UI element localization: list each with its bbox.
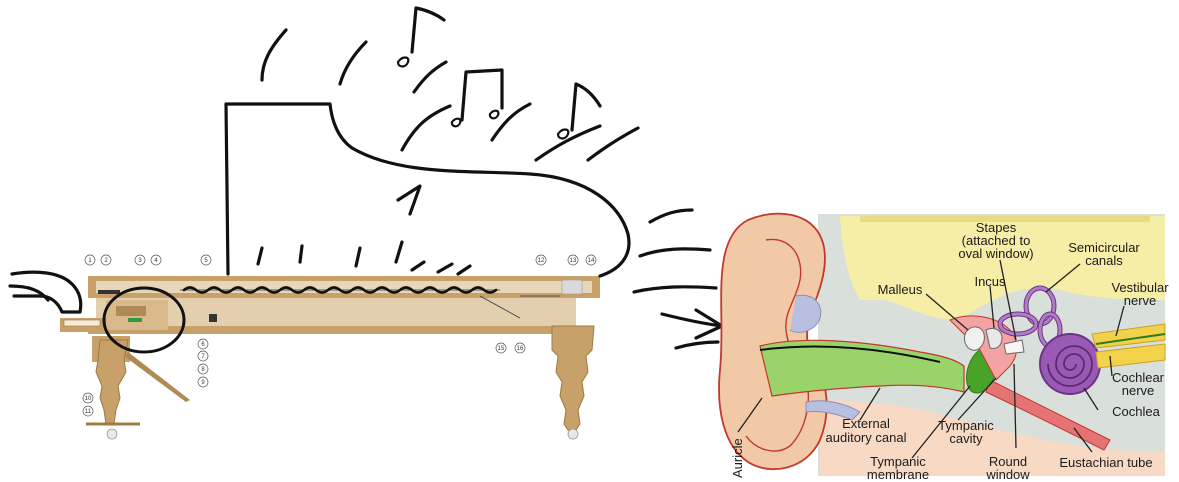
callout-10: 10	[85, 396, 92, 402]
piano-caster-front	[107, 429, 117, 439]
label-auricle: Auricle	[730, 438, 745, 478]
label-cochlea: Cochlea	[1112, 404, 1160, 419]
callout-14: 14	[588, 258, 595, 264]
piano-key	[64, 320, 100, 326]
label-external-canal-1: External	[842, 416, 890, 431]
piano-caster-rear	[568, 429, 578, 439]
note-1-stem	[412, 8, 444, 52]
label-semicircular-2: canals	[1085, 253, 1123, 268]
label-stapes-3: oval window)	[958, 246, 1033, 261]
sketch-finger-upper	[12, 272, 81, 312]
note-2-head-a	[452, 119, 460, 127]
piano-pedal-rod	[124, 352, 190, 402]
label-round-window-2: window	[985, 467, 1030, 482]
ear-malleus	[964, 327, 984, 350]
sketch-arc-7	[588, 128, 638, 160]
sketch-arc-4	[402, 106, 450, 150]
sketch-arc-5	[492, 104, 530, 140]
ear-cochlea	[1040, 334, 1100, 394]
piano-tuning-pin	[562, 280, 582, 294]
label-malleus: Malleus	[878, 282, 923, 297]
label-tympanic-cavity-2: cavity	[949, 431, 983, 446]
note-2-beam	[462, 70, 502, 120]
label-eustachian: Eustachian tube	[1059, 455, 1152, 470]
sketch-arrow-inside	[398, 186, 420, 214]
label-incus: Incus	[974, 274, 1006, 289]
piano-damper	[98, 290, 120, 294]
sketch-wave-1	[650, 210, 692, 222]
piano-front-leg	[96, 340, 128, 424]
callout-13: 13	[570, 258, 577, 264]
callout-16: 16	[517, 346, 524, 352]
sketch-wave-3	[634, 287, 716, 292]
music-note-3	[558, 84, 600, 139]
cochlea-outer	[1040, 334, 1100, 394]
music-note-2	[452, 70, 502, 126]
sketch-arc-2	[340, 42, 366, 84]
label-vestibular-2: nerve	[1124, 293, 1157, 308]
note-3-stem	[572, 84, 600, 130]
callout-11: 11	[85, 409, 92, 415]
piano-pin-small	[209, 314, 217, 322]
note-3-head	[558, 130, 568, 139]
sketch-arc-1	[262, 30, 286, 80]
piano-felt	[128, 318, 142, 322]
label-external-canal-2: auditory canal	[826, 430, 907, 445]
callout-15: 15	[498, 346, 505, 352]
piano-rear-leg	[552, 326, 594, 430]
note-1-head	[398, 58, 408, 67]
sketch-wave-4	[676, 342, 718, 348]
note-2-head-b	[490, 111, 498, 119]
sketch-finger-lower	[10, 286, 48, 300]
sketch-hammer-strokes	[258, 242, 470, 274]
sketch-arc-3	[414, 62, 446, 92]
music-note-1	[398, 8, 444, 67]
label-tympanic-membrane-2: membrane	[867, 467, 929, 482]
label-cochlear-nerve-2: nerve	[1122, 383, 1155, 398]
ear-anatomy-diagram: Auricle External auditory canal Tympanic…	[719, 214, 1169, 482]
piano-cross-section: 1 2 3 4 5 6 7 8 9 10 11 12 13 1	[60, 255, 600, 439]
callout-12: 12	[538, 258, 545, 264]
sketch-wave-2	[640, 249, 710, 256]
piano-hammer	[116, 306, 146, 316]
